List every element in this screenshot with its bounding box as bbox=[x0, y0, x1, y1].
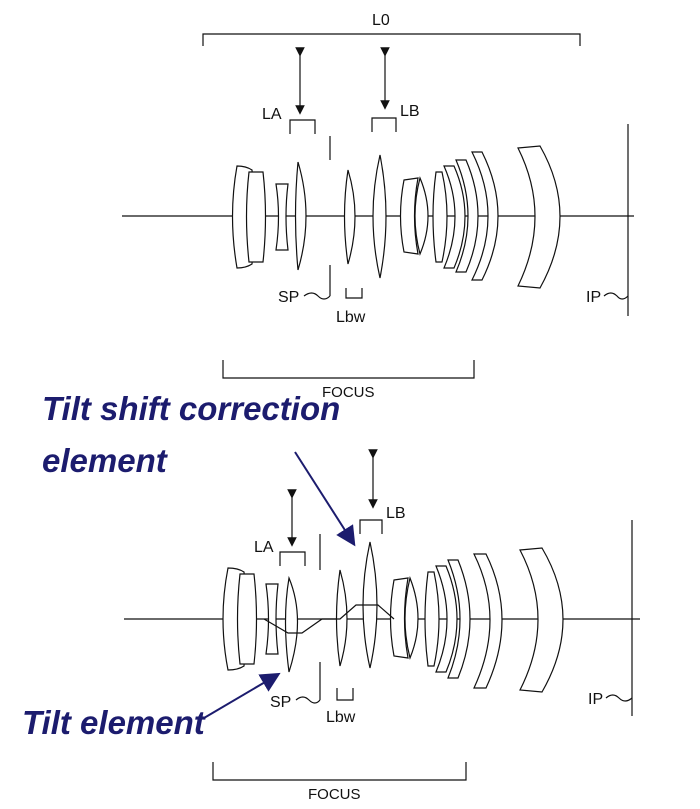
lens-11-bottom bbox=[447, 559, 471, 679]
la-bracket bbox=[289, 119, 316, 134]
lens-5-top bbox=[343, 169, 356, 265]
lens-13-top bbox=[517, 145, 561, 289]
lens-9-bottom bbox=[424, 571, 440, 667]
lbw-label-top: Lbw bbox=[336, 309, 366, 326]
la-bracket-bottom bbox=[279, 551, 306, 566]
tilted-ray-path bbox=[263, 604, 395, 634]
lens-8-bottom bbox=[404, 576, 419, 660]
sp-leader-bottom bbox=[295, 696, 321, 704]
l0-bracket bbox=[202, 33, 581, 46]
lens-10-bottom bbox=[435, 565, 458, 673]
lens-12-bottom bbox=[473, 553, 503, 689]
tilt-element-pointer-arrow bbox=[203, 672, 281, 719]
lens-10-top bbox=[443, 165, 466, 269]
lb-bracket bbox=[371, 117, 397, 132]
lens-2-bottom bbox=[236, 573, 258, 665]
top-lens-diagram: L0 LA LB SP Lbw IP bbox=[122, 12, 634, 401]
lens-8-top bbox=[414, 176, 429, 256]
lbw-bracket-top bbox=[345, 288, 363, 299]
focus-bracket-bottom bbox=[212, 762, 467, 781]
focus-label-bottom: FOCUS bbox=[308, 786, 361, 803]
lb-bracket-bottom bbox=[359, 519, 383, 534]
bottom-lens-diagram: LA LB SP Lbw IP bbox=[124, 449, 640, 803]
lens-13-bottom bbox=[519, 547, 564, 693]
lb-label-bottom: LB bbox=[386, 505, 406, 522]
tilt-shift-annotation-line1: Tilt shift correction bbox=[42, 390, 340, 427]
lens-7-bottom bbox=[389, 577, 409, 659]
la-label-bottom: LA bbox=[254, 539, 274, 556]
lens-6-top bbox=[372, 154, 387, 279]
sp-label-top: SP bbox=[278, 289, 299, 306]
lens-3-top bbox=[275, 183, 289, 251]
lb-label: LB bbox=[400, 103, 420, 120]
ip-leader-bottom bbox=[605, 694, 633, 702]
ip-leader-top bbox=[603, 292, 629, 300]
l0-label: L0 bbox=[372, 12, 390, 29]
lens-4-top bbox=[294, 161, 307, 271]
tilt-shift-annotation-line2: element bbox=[42, 442, 169, 479]
sp-leader-top bbox=[303, 292, 331, 300]
lens-7-top bbox=[399, 177, 419, 255]
lens-2-top bbox=[245, 171, 267, 263]
tilt-element-annotation: Tilt element bbox=[22, 704, 207, 741]
lbw-label-bottom: Lbw bbox=[326, 709, 356, 726]
focus-bracket-top bbox=[222, 360, 475, 379]
lens-11-top bbox=[455, 159, 479, 273]
la-label: LA bbox=[262, 106, 282, 123]
sp-label-bottom: SP bbox=[270, 694, 291, 711]
tilt-shift-pointer-arrow bbox=[294, 451, 356, 547]
lens-9-top bbox=[432, 171, 448, 263]
lens-3-bottom bbox=[265, 583, 279, 655]
ip-label-bottom: IP bbox=[588, 691, 603, 708]
lens-4-bottom bbox=[284, 575, 299, 673]
focus-label-top: FOCUS bbox=[322, 384, 375, 401]
ip-label-top: IP bbox=[586, 289, 601, 306]
lbw-bracket-bottom bbox=[336, 688, 354, 701]
lens-12-top bbox=[471, 151, 499, 281]
